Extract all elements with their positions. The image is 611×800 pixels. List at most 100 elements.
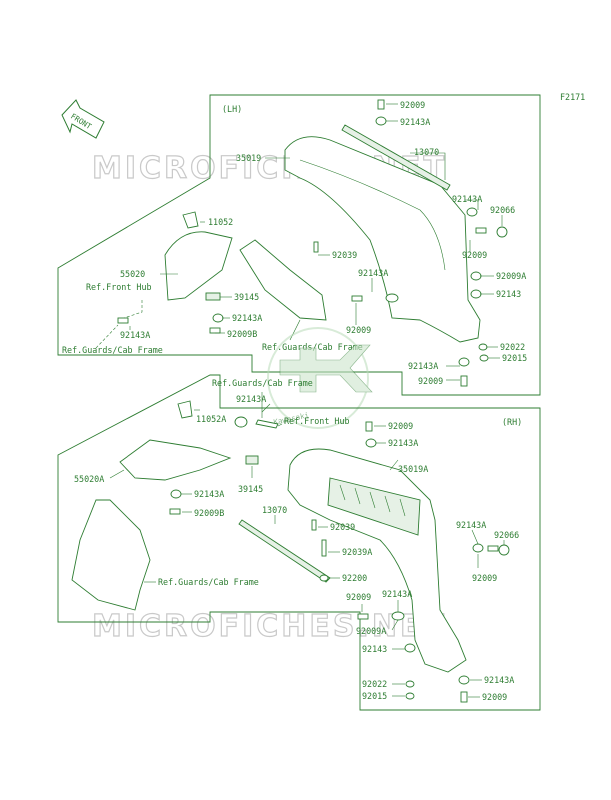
nut-icon	[470, 289, 482, 299]
nut-icon	[458, 675, 470, 685]
lh-label-92143A-bl: 92143A	[120, 330, 150, 340]
lh-label-92022: 92022	[500, 342, 525, 352]
rh-label-92143: 92143	[362, 644, 387, 654]
lh-inner-guard-55020	[164, 231, 233, 301]
nut-icon	[385, 293, 399, 303]
lh-mud-flap	[239, 239, 327, 321]
rh-vent-slats	[339, 484, 406, 517]
lh-bracket-11052	[182, 211, 199, 229]
rh-ref-guards-mid: Ref.Guards/Cab Frame	[158, 577, 259, 587]
rh-label-92009-top: 92009	[388, 421, 413, 431]
lh-label-39145: 39145	[234, 292, 259, 302]
lh-label-92009-b: 92009	[418, 376, 443, 386]
rh-clip-39145	[245, 455, 259, 465]
lh-section-label: (LH)	[222, 104, 242, 114]
bolt-icon	[460, 375, 468, 387]
lh-leader-lines	[95, 103, 503, 381]
lh-label-92143A-mid: 92143A	[358, 268, 388, 278]
rh-label-92009-b: 92009	[482, 692, 507, 702]
lh-label-92009-mid: 92009	[346, 325, 371, 335]
rh-label-92200: 92200	[342, 573, 367, 583]
lh-label-92009-top: 92009	[400, 100, 425, 110]
rh-label-92143A-c: 92143A	[382, 589, 412, 599]
washer-icon	[478, 343, 488, 351]
nut-icon	[404, 643, 416, 653]
rh-label-55020A: 55020A	[74, 474, 104, 484]
rh-label-35019A: 35019A	[398, 464, 428, 474]
nut-icon	[375, 116, 387, 126]
rh-leader-lines	[109, 392, 505, 698]
lh-strip-13070	[341, 124, 451, 191]
rh-frame	[57, 374, 541, 711]
nut-icon	[212, 313, 224, 323]
rh-label-92039A: 92039A	[342, 547, 372, 557]
nut-icon	[234, 416, 248, 428]
rh-label-92143A-top: 92143A	[236, 394, 266, 404]
washer-icon	[405, 692, 415, 700]
rh-inner-guard-55020A	[119, 439, 232, 481]
bolt-icon	[169, 508, 181, 515]
bolt-icon	[117, 317, 129, 324]
lh-label-92039: 92039	[332, 250, 357, 260]
cap-icon	[496, 226, 508, 238]
lh-label-35019: 35019	[236, 153, 261, 163]
lh-clip-39145	[205, 292, 221, 301]
nut-icon	[458, 357, 470, 367]
lh-label-11052: 11052	[208, 217, 233, 227]
lh-fender-contour	[299, 159, 446, 271]
bolt-icon	[313, 241, 319, 253]
lh-label-13070: 13070	[414, 147, 439, 157]
bolt-icon	[209, 327, 221, 334]
rh-fender-vent	[327, 477, 421, 536]
nut-icon	[170, 489, 182, 499]
lh-label-92009-r1: 92009	[462, 250, 487, 260]
bolt-icon	[365, 421, 373, 432]
rh-ref-guards-top: Ref.Guards/Cab Frame	[212, 378, 313, 388]
rh-label-92143A-r: 92143A	[388, 438, 418, 448]
nut-icon	[470, 271, 482, 281]
bolt-icon	[475, 227, 487, 234]
rh-label-92039: 92039	[330, 522, 355, 532]
bolt-icon	[487, 545, 499, 552]
lh-ref-guards-2: Ref.Guards/Cab Frame	[62, 345, 163, 355]
lh-label-55020: 55020	[120, 269, 145, 279]
front-arrow-icon: FRONT	[61, 99, 105, 139]
bolt-icon	[460, 691, 468, 703]
rh-label-92143A-l: 92143A	[194, 489, 224, 499]
bolt-icon	[311, 519, 317, 531]
washer-icon	[405, 680, 415, 688]
rh-label-92009B: 92009B	[194, 508, 224, 518]
bolt-icon	[357, 613, 369, 620]
cap-icon	[498, 544, 510, 556]
bolt-icon	[351, 295, 363, 302]
lh-label-92143A-l: 92143A	[232, 313, 262, 323]
rh-fasteners	[169, 416, 510, 703]
rh-label-11052A: 11052A	[196, 414, 226, 424]
lh-ref-guards-1: Ref.Guards/Cab Frame	[262, 342, 363, 352]
rh-label-92015: 92015	[362, 691, 387, 701]
rh-section-label: (RH)	[502, 417, 522, 427]
nut-icon	[472, 543, 484, 553]
pin-icon	[255, 419, 279, 429]
lh-label-92066: 92066	[490, 205, 515, 215]
nut-icon	[365, 438, 377, 448]
nut-icon	[466, 207, 478, 217]
lh-label-92143A-b: 92143A	[408, 361, 438, 371]
rh-bracket-11052A	[177, 400, 193, 419]
lh-ref-front-hub: Ref.Front Hub	[86, 282, 152, 292]
washer-icon	[319, 574, 329, 582]
lh-label-92009A: 92009A	[496, 271, 526, 281]
rh-label-92009-c: 92009	[346, 592, 371, 602]
washer-icon	[479, 354, 489, 362]
rh-label-13070: 13070	[262, 505, 287, 515]
lh-label-92009B: 92009B	[227, 329, 257, 339]
rh-label-39145: 39145	[238, 484, 263, 494]
rh-ref-front-hub: Ref.Front Hub	[284, 416, 350, 426]
lh-label-92015: 92015	[502, 353, 527, 363]
rh-label-92009A: 92009A	[356, 626, 386, 636]
rh-label-92009-r2: 92009	[472, 573, 497, 583]
rh-section: (RH)	[57, 374, 541, 711]
lh-frame	[57, 94, 541, 396]
rh-label-92066: 92066	[494, 530, 519, 540]
